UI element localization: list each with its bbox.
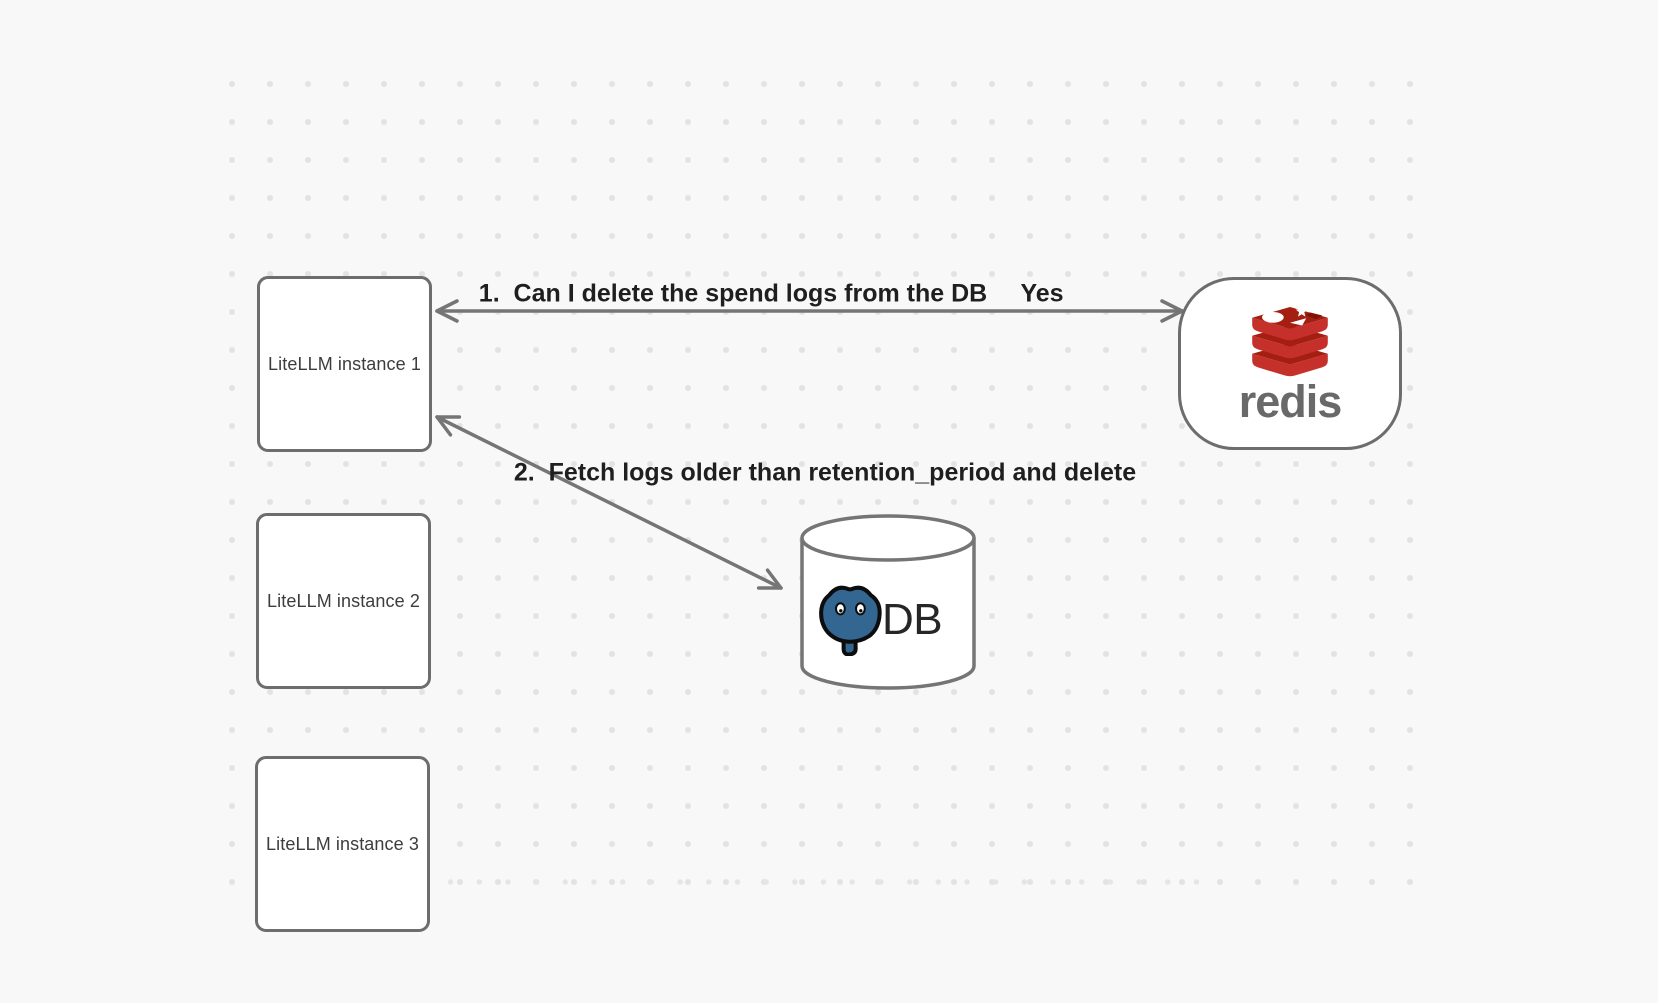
annotation-step2: 2. Fetch logs older than retention_perio… bbox=[513, 458, 1137, 487]
litellm-instance-2-label: LiteLLM instance 2 bbox=[267, 590, 420, 611]
litellm-instance-3-label: LiteLLM instance 3 bbox=[266, 833, 419, 854]
db-node: DB bbox=[798, 514, 978, 692]
litellm-instance-1-label: LiteLLM instance 1 bbox=[268, 353, 421, 374]
redis-logo-icon bbox=[1252, 305, 1328, 377]
litellm-instance-1-box: LiteLLM instance 1 bbox=[257, 276, 432, 452]
litellm-instance-3-box: LiteLLM instance 3 bbox=[255, 756, 430, 932]
postgresql-elephant-icon bbox=[819, 585, 882, 656]
db-label: DB bbox=[881, 595, 943, 644]
litellm-instance-2-box: LiteLLM instance 2 bbox=[256, 513, 431, 689]
arrow-litellm-db bbox=[435, 415, 783, 590]
annotation-step1: 1. Can I delete the spend logs from the … bbox=[478, 279, 988, 308]
annotation-step1-answer: Yes bbox=[1020, 279, 1064, 308]
redis-node: redis bbox=[1178, 277, 1402, 450]
redis-wordmark: redis bbox=[1238, 376, 1343, 428]
